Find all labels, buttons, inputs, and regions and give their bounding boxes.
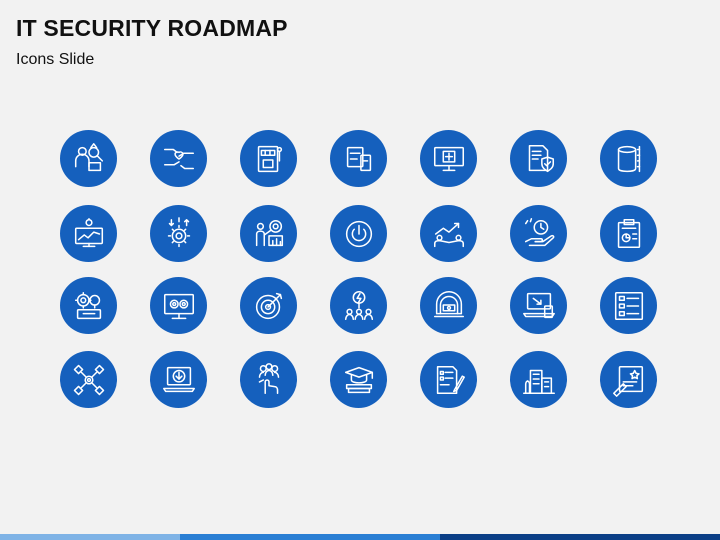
growth-handshake-icon bbox=[420, 205, 477, 262]
laptop-download-icon bbox=[150, 351, 207, 408]
checklist-icon bbox=[600, 277, 657, 334]
city-buildings-icon-glyph bbox=[522, 369, 555, 394]
rating-card-icon bbox=[600, 351, 657, 408]
team-energy-icon bbox=[330, 277, 387, 334]
slot-machine-icon-glyph bbox=[257, 145, 282, 172]
bottom-accent-bar bbox=[0, 534, 720, 540]
team-hand-icon-glyph bbox=[258, 362, 279, 394]
education-books-icon-glyph bbox=[344, 366, 373, 393]
medical-monitor-icon bbox=[420, 130, 477, 187]
devices-icon bbox=[330, 130, 387, 187]
checklist-icon-glyph bbox=[614, 291, 643, 320]
growth-handshake-icon-glyph bbox=[433, 222, 464, 247]
database-cylinder-icon bbox=[600, 130, 657, 187]
gear-arrows-icon-glyph bbox=[167, 216, 190, 247]
clipboard-report-icon bbox=[600, 205, 657, 262]
city-buildings-icon bbox=[510, 351, 567, 408]
document-edit-icon bbox=[420, 351, 477, 408]
database-cylinder-icon-glyph bbox=[617, 145, 640, 172]
bottom-bar-light bbox=[0, 534, 180, 540]
bottom-bar-dark bbox=[440, 534, 720, 540]
target-dart-icon bbox=[240, 277, 297, 334]
security-agents-icon-glyph bbox=[74, 142, 103, 171]
hand-clock-icon bbox=[510, 205, 567, 262]
analytics-monitor-icon-glyph bbox=[74, 217, 103, 247]
bottom-bar-mid bbox=[180, 534, 440, 540]
laptop-click-icon bbox=[510, 277, 567, 334]
icon-grid bbox=[60, 130, 660, 416]
clipboard-report-icon-glyph bbox=[617, 218, 640, 248]
monitor-vision-icon bbox=[420, 277, 477, 334]
document-edit-icon-glyph bbox=[436, 365, 465, 394]
monitor-gears-icon bbox=[150, 277, 207, 334]
team-hand-icon bbox=[240, 351, 297, 408]
monitor-gears-icon-glyph bbox=[163, 293, 194, 319]
team-energy-icon-glyph bbox=[344, 290, 373, 320]
secure-document-icon bbox=[510, 130, 567, 187]
idea-presenter-icon-glyph bbox=[255, 219, 283, 246]
network-hub-icon bbox=[60, 351, 117, 408]
target-dart-icon-glyph bbox=[255, 292, 282, 319]
hand-clock-icon-glyph bbox=[524, 217, 554, 246]
analytics-monitor-icon bbox=[60, 205, 117, 262]
handshake-heart-icon-glyph bbox=[163, 148, 194, 169]
laptop-click-icon-glyph bbox=[522, 292, 555, 318]
slot-machine-icon bbox=[240, 130, 297, 187]
idea-presenter-icon bbox=[240, 205, 297, 262]
laptop-download-icon-glyph bbox=[162, 366, 195, 392]
power-button-icon bbox=[330, 205, 387, 262]
devices-icon-glyph bbox=[346, 146, 371, 171]
medical-monitor-icon-glyph bbox=[433, 146, 464, 171]
power-button-icon-glyph bbox=[345, 220, 372, 247]
security-agents-icon bbox=[60, 130, 117, 187]
education-books-icon bbox=[330, 351, 387, 408]
monitor-vision-icon-glyph bbox=[433, 290, 464, 317]
slide-title: IT SECURITY ROADMAP bbox=[16, 15, 288, 41]
secure-document-icon-glyph bbox=[528, 144, 554, 172]
gear-search-icon-glyph bbox=[74, 291, 101, 319]
handshake-heart-icon bbox=[150, 130, 207, 187]
network-hub-icon-glyph bbox=[73, 364, 104, 395]
slide-subtitle: Icons Slide bbox=[16, 51, 95, 68]
gear-search-icon bbox=[60, 277, 117, 334]
gear-arrows-icon bbox=[150, 205, 207, 262]
rating-card-icon-glyph bbox=[612, 365, 643, 397]
